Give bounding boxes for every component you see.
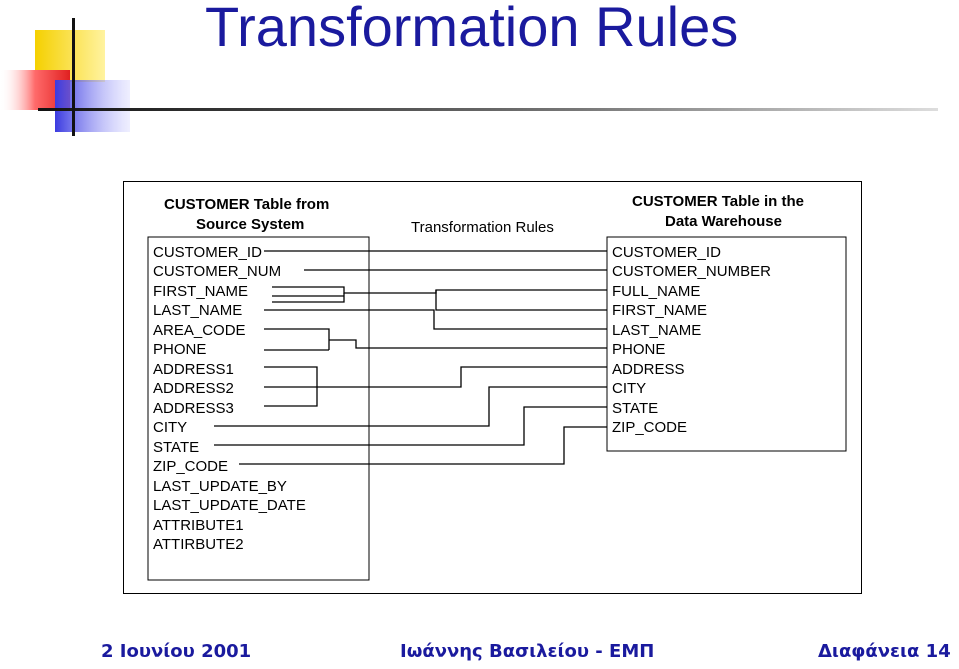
target-field: FULL_NAME	[612, 283, 700, 300]
diagram-canvas: CUSTOMER Table from Source System Transf…	[147, 193, 847, 581]
corner-logo-graphic	[0, 18, 938, 136]
source-field: ADDRESS3	[153, 400, 234, 417]
connector-full-name-c	[272, 293, 345, 303]
target-header-line2: Data Warehouse	[665, 213, 782, 230]
target-field: CUSTOMER_NUMBER	[612, 263, 771, 280]
connector-full-name-a	[272, 286, 607, 294]
source-field: AREA_CODE	[153, 322, 246, 339]
source-field: FIRST_NAME	[153, 283, 248, 300]
source-field: PHONE	[153, 341, 206, 358]
source-table-box	[147, 236, 370, 581]
source-header-line2: Source System	[196, 216, 304, 233]
source-field: ATTIRBUTE2	[153, 536, 244, 553]
target-field-list: CUSTOMER_ID CUSTOMER_NUMBER FULL_NAME FI…	[612, 244, 771, 436]
connector-first-name	[435, 290, 607, 311]
connector-last-name	[264, 309, 607, 330]
target-field: CUSTOMER_ID	[612, 244, 721, 261]
target-field: CITY	[612, 380, 646, 397]
middle-header: Transformation Rules	[411, 219, 554, 236]
mapping-connectors	[214, 250, 607, 465]
source-field: ATTRIBUTE1	[153, 517, 244, 534]
source-field: CUSTOMER_ID	[153, 244, 262, 261]
connector-address	[317, 366, 607, 388]
source-field: ADDRESS1	[153, 361, 234, 378]
transformation-diagram: CUSTOMER Table from Source System Transf…	[123, 181, 862, 594]
target-field: FIRST_NAME	[612, 302, 707, 319]
corner-logo	[0, 0, 959, 140]
target-field: LAST_NAME	[612, 322, 701, 339]
source-field: ZIP_CODE	[153, 458, 228, 475]
connector-zip-code	[239, 426, 607, 465]
target-field: ZIP_CODE	[612, 419, 687, 436]
connector-state	[214, 406, 607, 446]
source-field: STATE	[153, 439, 199, 456]
target-table-box	[606, 236, 847, 452]
connector-area-code	[264, 328, 330, 350]
source-field: CUSTOMER_NUM	[153, 263, 281, 280]
source-header-line1: CUSTOMER Table from	[164, 196, 329, 213]
target-field: ADDRESS	[612, 361, 685, 378]
slide-title: Transformation Rules	[205, 0, 739, 58]
footer-slide-number: Διαφάνεια 14	[818, 641, 951, 662]
source-field: LAST_NAME	[153, 302, 242, 319]
target-header-line1: CUSTOMER Table in the	[632, 193, 804, 210]
footer-date: 2 Ιουνίου 2001	[101, 641, 252, 662]
connector-city	[214, 386, 607, 427]
footer-author: Ιωάννης Βασιλείου - ΕΜΠ	[400, 641, 655, 662]
source-field: LAST_UPDATE_DATE	[153, 497, 306, 514]
target-field: STATE	[612, 400, 658, 417]
source-field: LAST_UPDATE_BY	[153, 478, 287, 495]
source-field: ADDRESS2	[153, 380, 234, 397]
connector-phone	[329, 339, 607, 349]
target-field: PHONE	[612, 341, 665, 358]
source-field: CITY	[153, 419, 187, 436]
source-field-list: CUSTOMER_ID CUSTOMER_NUM FIRST_NAME LAST…	[153, 244, 306, 553]
